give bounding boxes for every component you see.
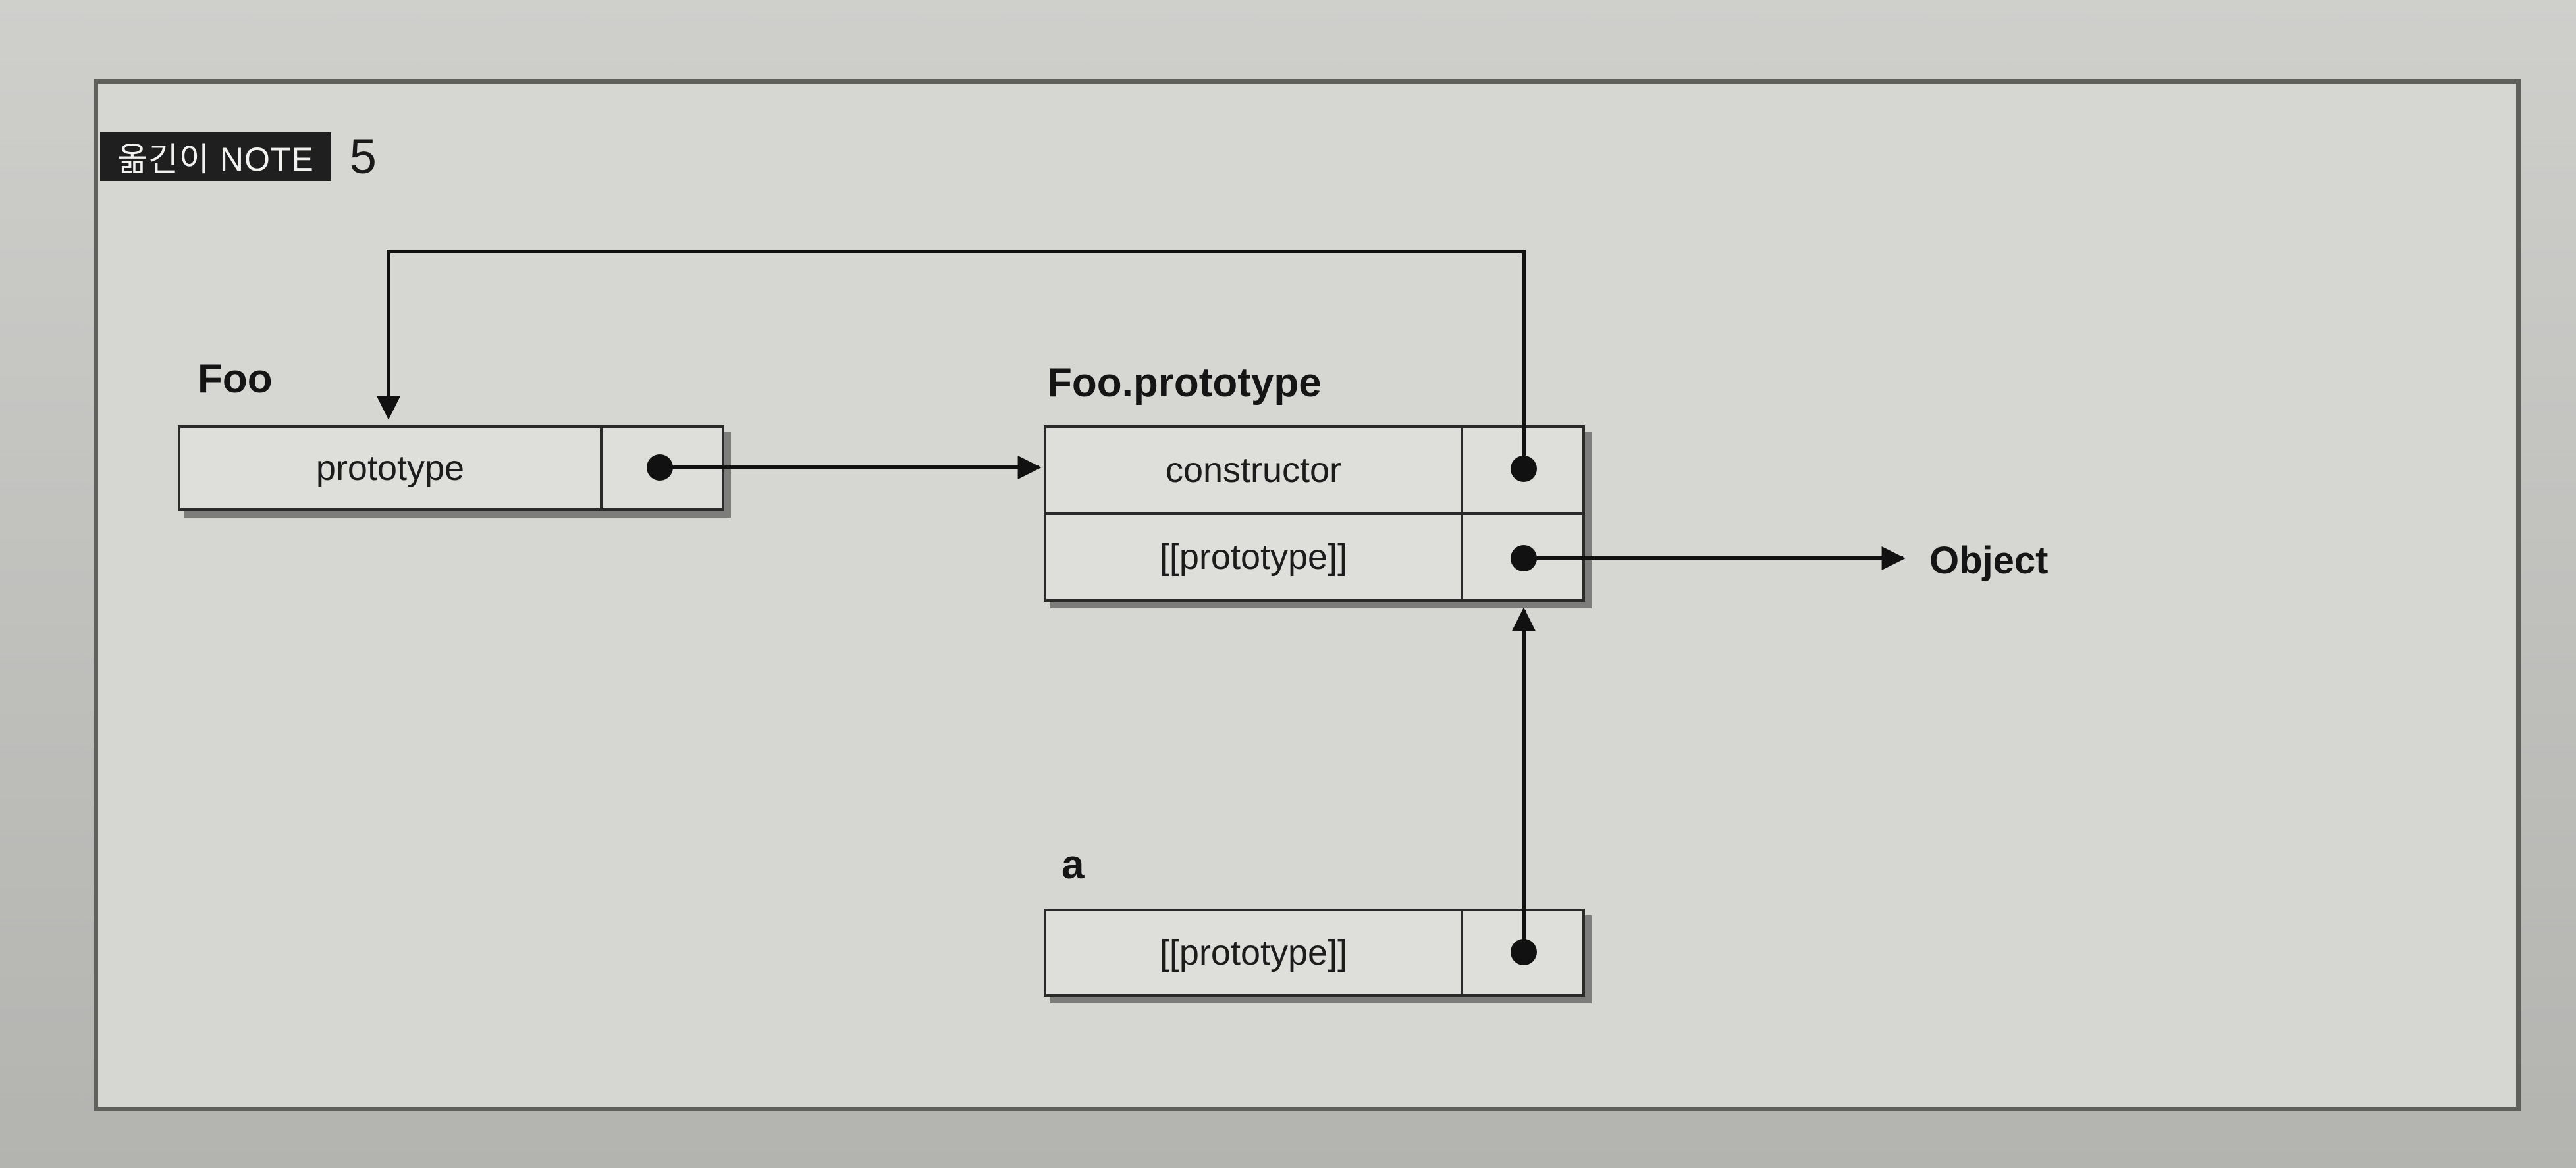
foo-prototype-pointer-dot <box>647 454 673 481</box>
a-title: a <box>1061 842 1085 888</box>
a-prototype-link-pointer-dot <box>1511 939 1537 965</box>
foo-prototype-pointer-slot <box>600 428 722 508</box>
prototype-link-row: [[prototype]] <box>1046 512 1582 599</box>
foo-title: Foo <box>198 356 273 402</box>
a-prototype-link-field: [[prototype]] <box>1159 933 1348 972</box>
note-number: 5 <box>349 129 377 184</box>
foo-prototype-title: Foo.prototype <box>1047 360 1322 406</box>
object-label: Object <box>1929 539 2049 582</box>
a-object-box: [[prototype]] <box>1044 909 1585 997</box>
constructor-pointer-dot <box>1511 456 1537 482</box>
foo-prototype-object-box: constructor [[prototype]] <box>1044 425 1585 602</box>
foo-prototype-link-field: [[prototype]] <box>1159 537 1348 577</box>
constructor-to-foo-arrow <box>377 250 1526 469</box>
constructor-pointer-slot <box>1461 428 1582 512</box>
constructor-row: constructor <box>1046 428 1582 512</box>
note-header: 옮긴이 NOTE 5 <box>100 130 377 183</box>
a-prototype-link-pointer-slot <box>1461 911 1582 994</box>
foo-prototype-link-pointer-dot <box>1511 545 1537 571</box>
foo-prototype-link-pointer-slot <box>1461 515 1582 599</box>
foo-prototype-field: prototype <box>315 448 465 488</box>
constructor-field: constructor <box>1165 450 1342 490</box>
note-label: 옮긴이 NOTE <box>100 132 331 181</box>
